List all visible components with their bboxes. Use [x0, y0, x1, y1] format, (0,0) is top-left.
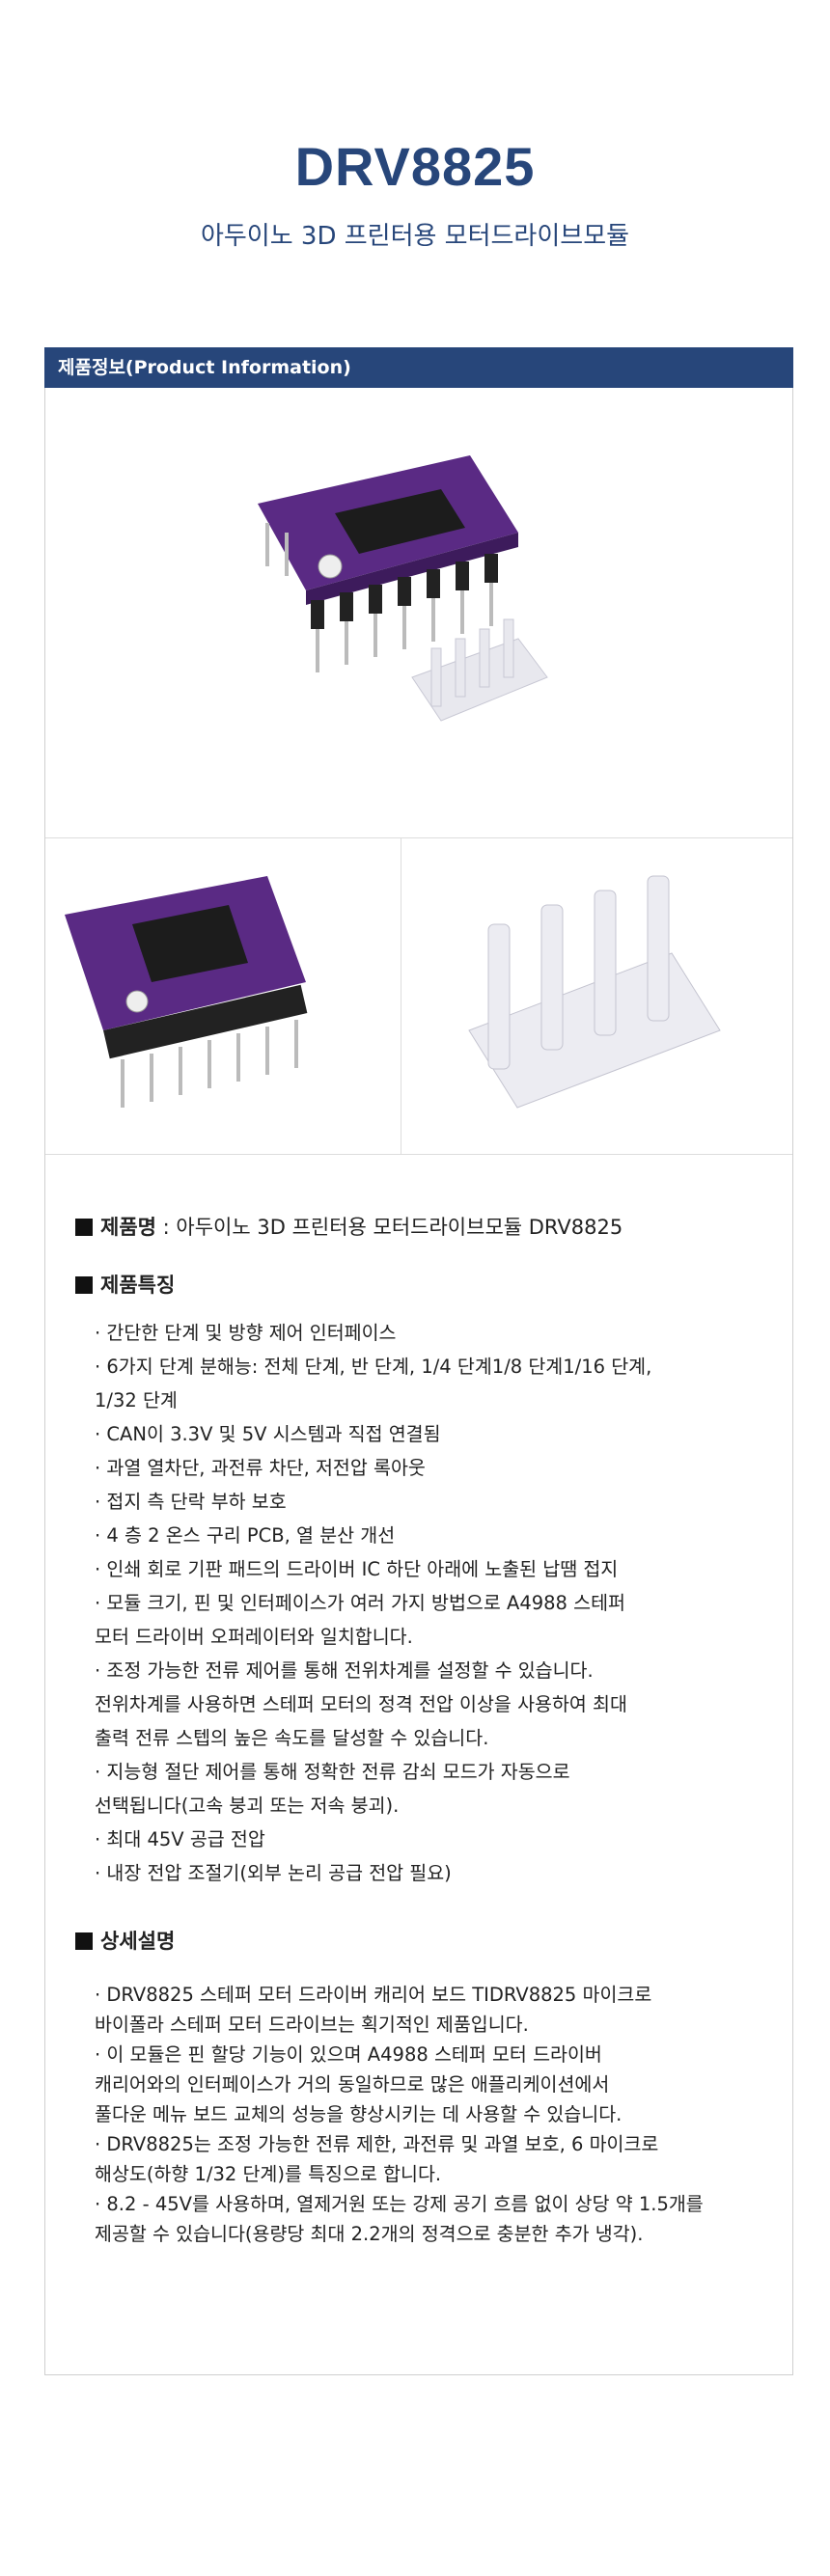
- list-item: · 이 모듈은 핀 할당 기능이 있으며 A4988 스테퍼 모터 드라이버 캐…: [95, 2043, 622, 2125]
- list-item: · 최대 45V 공급 전압: [95, 1828, 265, 1850]
- list-item: · 6가지 단계 분해능: 전체 단계, 반 단계, 1/4 단계1/8 단계1…: [95, 1356, 652, 1411]
- features-heading: 제품특징: [75, 1270, 175, 1299]
- square-bullet-icon: [75, 1219, 93, 1236]
- product-name-separator: :: [155, 1216, 177, 1239]
- product-name-row: 제품명 : 아두이노 3D 프린터용 모터드라이브모듈 DRV8825: [75, 1212, 622, 1241]
- list-item: · 인쇄 회로 기판 패드의 드라이버 IC 하단 아래에 노출된 납땜 접지: [95, 1558, 619, 1580]
- list-item: · DRV8825 스테퍼 모터 드라이버 캐리어 보드 TIDRV8825 마…: [95, 1984, 652, 2036]
- section-header: 제품정보(Product Information): [44, 347, 793, 388]
- list-item: · 내장 전압 조절기(외부 논리 공급 전압 필요): [95, 1862, 452, 1884]
- features-list: · 간단한 단계 및 방향 제어 인터페이스 · 6가지 단계 분해능: 전체 …: [95, 1316, 770, 1890]
- list-item: · 지능형 절단 제어를 통해 정확한 전류 감쇠 모드가 자동으로 선택됩니다…: [95, 1761, 570, 1817]
- details-heading: 상세설명: [75, 1926, 175, 1955]
- square-bullet-icon: [75, 1932, 93, 1950]
- product-image-board: [45, 837, 401, 1155]
- list-item: · 모듈 크기, 핀 및 인터페이스가 여러 가지 방법으로 A4988 스테퍼…: [95, 1592, 625, 1648]
- details-list: · DRV8825 스테퍼 모터 드라이버 캐리어 보드 TIDRV8825 마…: [95, 1980, 770, 2249]
- features-heading-text: 제품특징: [100, 1274, 176, 1297]
- list-item: · 조정 가능한 전류 제어를 통해 전위차계를 설정할 수 있습니다. 전위차…: [95, 1659, 627, 1749]
- page-title: DRV8825: [294, 136, 536, 197]
- square-bullet-icon: [75, 1276, 93, 1294]
- details-heading-text: 상세설명: [100, 1930, 176, 1953]
- product-image-heatsink: [401, 837, 792, 1155]
- list-item: · 접지 측 단락 부하 보호: [95, 1491, 287, 1513]
- list-item: · 8.2 - 45V를 사용하며, 열제거원 또는 강제 공기 흐름 없이 상…: [95, 2193, 704, 2245]
- list-item: · CAN이 3.3V 및 5V 시스템과 직접 연결됨: [95, 1423, 441, 1445]
- product-image-main: [45, 388, 792, 838]
- list-item: · 4 층 2 온스 구리 PCB, 열 분산 개선: [95, 1524, 396, 1547]
- list-item: · DRV8825는 조정 가능한 전류 제한, 과전류 및 과열 보호, 6 …: [95, 2133, 659, 2185]
- page-subtitle: 아두이노 3D 프린터용 모터드라이브모듈: [200, 222, 630, 251]
- product-name-label: 제품명: [100, 1216, 156, 1239]
- list-item: · 과열 열차단, 과전류 차단, 저전압 록아웃: [95, 1457, 426, 1479]
- product-name-value: 아두이노 3D 프린터용 모터드라이브모듈 DRV8825: [176, 1216, 623, 1239]
- list-item: · 간단한 단계 및 방향 제어 인터페이스: [95, 1322, 397, 1344]
